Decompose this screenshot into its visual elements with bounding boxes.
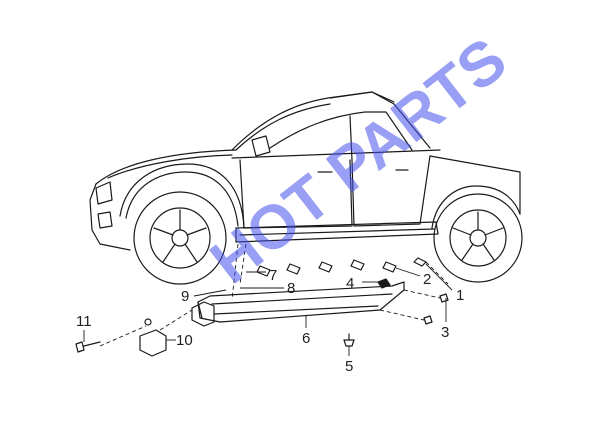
- callout-10: 10: [176, 332, 193, 349]
- roof-rail: [329, 91, 431, 149]
- clip-row: [256, 259, 397, 277]
- part-1-clip: [413, 257, 427, 267]
- rear-door: [351, 155, 431, 227]
- clip-2: [286, 263, 301, 275]
- grille: [95, 181, 113, 205]
- part-3-screw-lower: [423, 315, 433, 325]
- callout-8: 8: [287, 280, 295, 297]
- callout-2: 2: [423, 271, 431, 288]
- front-door: [239, 159, 353, 229]
- beltline: [231, 149, 441, 159]
- clip-1: [256, 265, 271, 277]
- clip-4: [350, 259, 365, 271]
- clip-3: [318, 261, 333, 273]
- a-pillar: [235, 103, 331, 151]
- side-mirror: [251, 135, 271, 157]
- vehicle-outline: [89, 91, 521, 251]
- rear-wheel: [433, 193, 523, 283]
- part-9-end-cap: [191, 301, 215, 327]
- front-bumper: [89, 183, 131, 251]
- front-fender-arch: [125, 171, 239, 227]
- hood-crease: [107, 154, 233, 179]
- leader-lines: [83, 263, 453, 356]
- assembly-lines: [99, 243, 449, 347]
- callout-1: 1: [456, 287, 464, 304]
- leader-9: [193, 289, 227, 297]
- rear-fender-arch: [431, 185, 521, 229]
- sill-on-vehicle: [235, 221, 439, 243]
- callout-labels: 1 2 3 4 5 6 7 8 9 10 11: [76, 267, 464, 375]
- callout-5: 5: [345, 358, 353, 375]
- front-wheel: [133, 191, 227, 285]
- part-11-bolt: [75, 341, 101, 353]
- b-pillar: [349, 115, 353, 161]
- part-3-screw-upper: [439, 293, 449, 303]
- hood: [95, 149, 237, 185]
- callout-6: 6: [302, 330, 310, 347]
- callout-11: 11: [76, 313, 92, 330]
- callout-7: 7: [269, 267, 277, 284]
- front-fender-flare: [119, 163, 245, 229]
- fog-lamp: [97, 211, 113, 229]
- part-6-side-sill-trim: [197, 281, 405, 323]
- window-top: [269, 111, 413, 151]
- part-10-bracket: [139, 329, 167, 357]
- leader-1: [425, 263, 453, 291]
- part-5-screw: [343, 339, 355, 347]
- watermark-text: HOT PARTS: [198, 25, 519, 297]
- callout-3: 3: [441, 324, 449, 341]
- part-11-washer: [144, 318, 152, 326]
- clip-5: [382, 261, 397, 273]
- rear-quarter: [429, 155, 521, 215]
- sill-inner-line: [239, 228, 435, 236]
- callout-9: 9: [181, 288, 189, 305]
- callout-4: 4: [346, 275, 354, 292]
- roof-line: [231, 91, 395, 151]
- leader-2: [395, 267, 421, 277]
